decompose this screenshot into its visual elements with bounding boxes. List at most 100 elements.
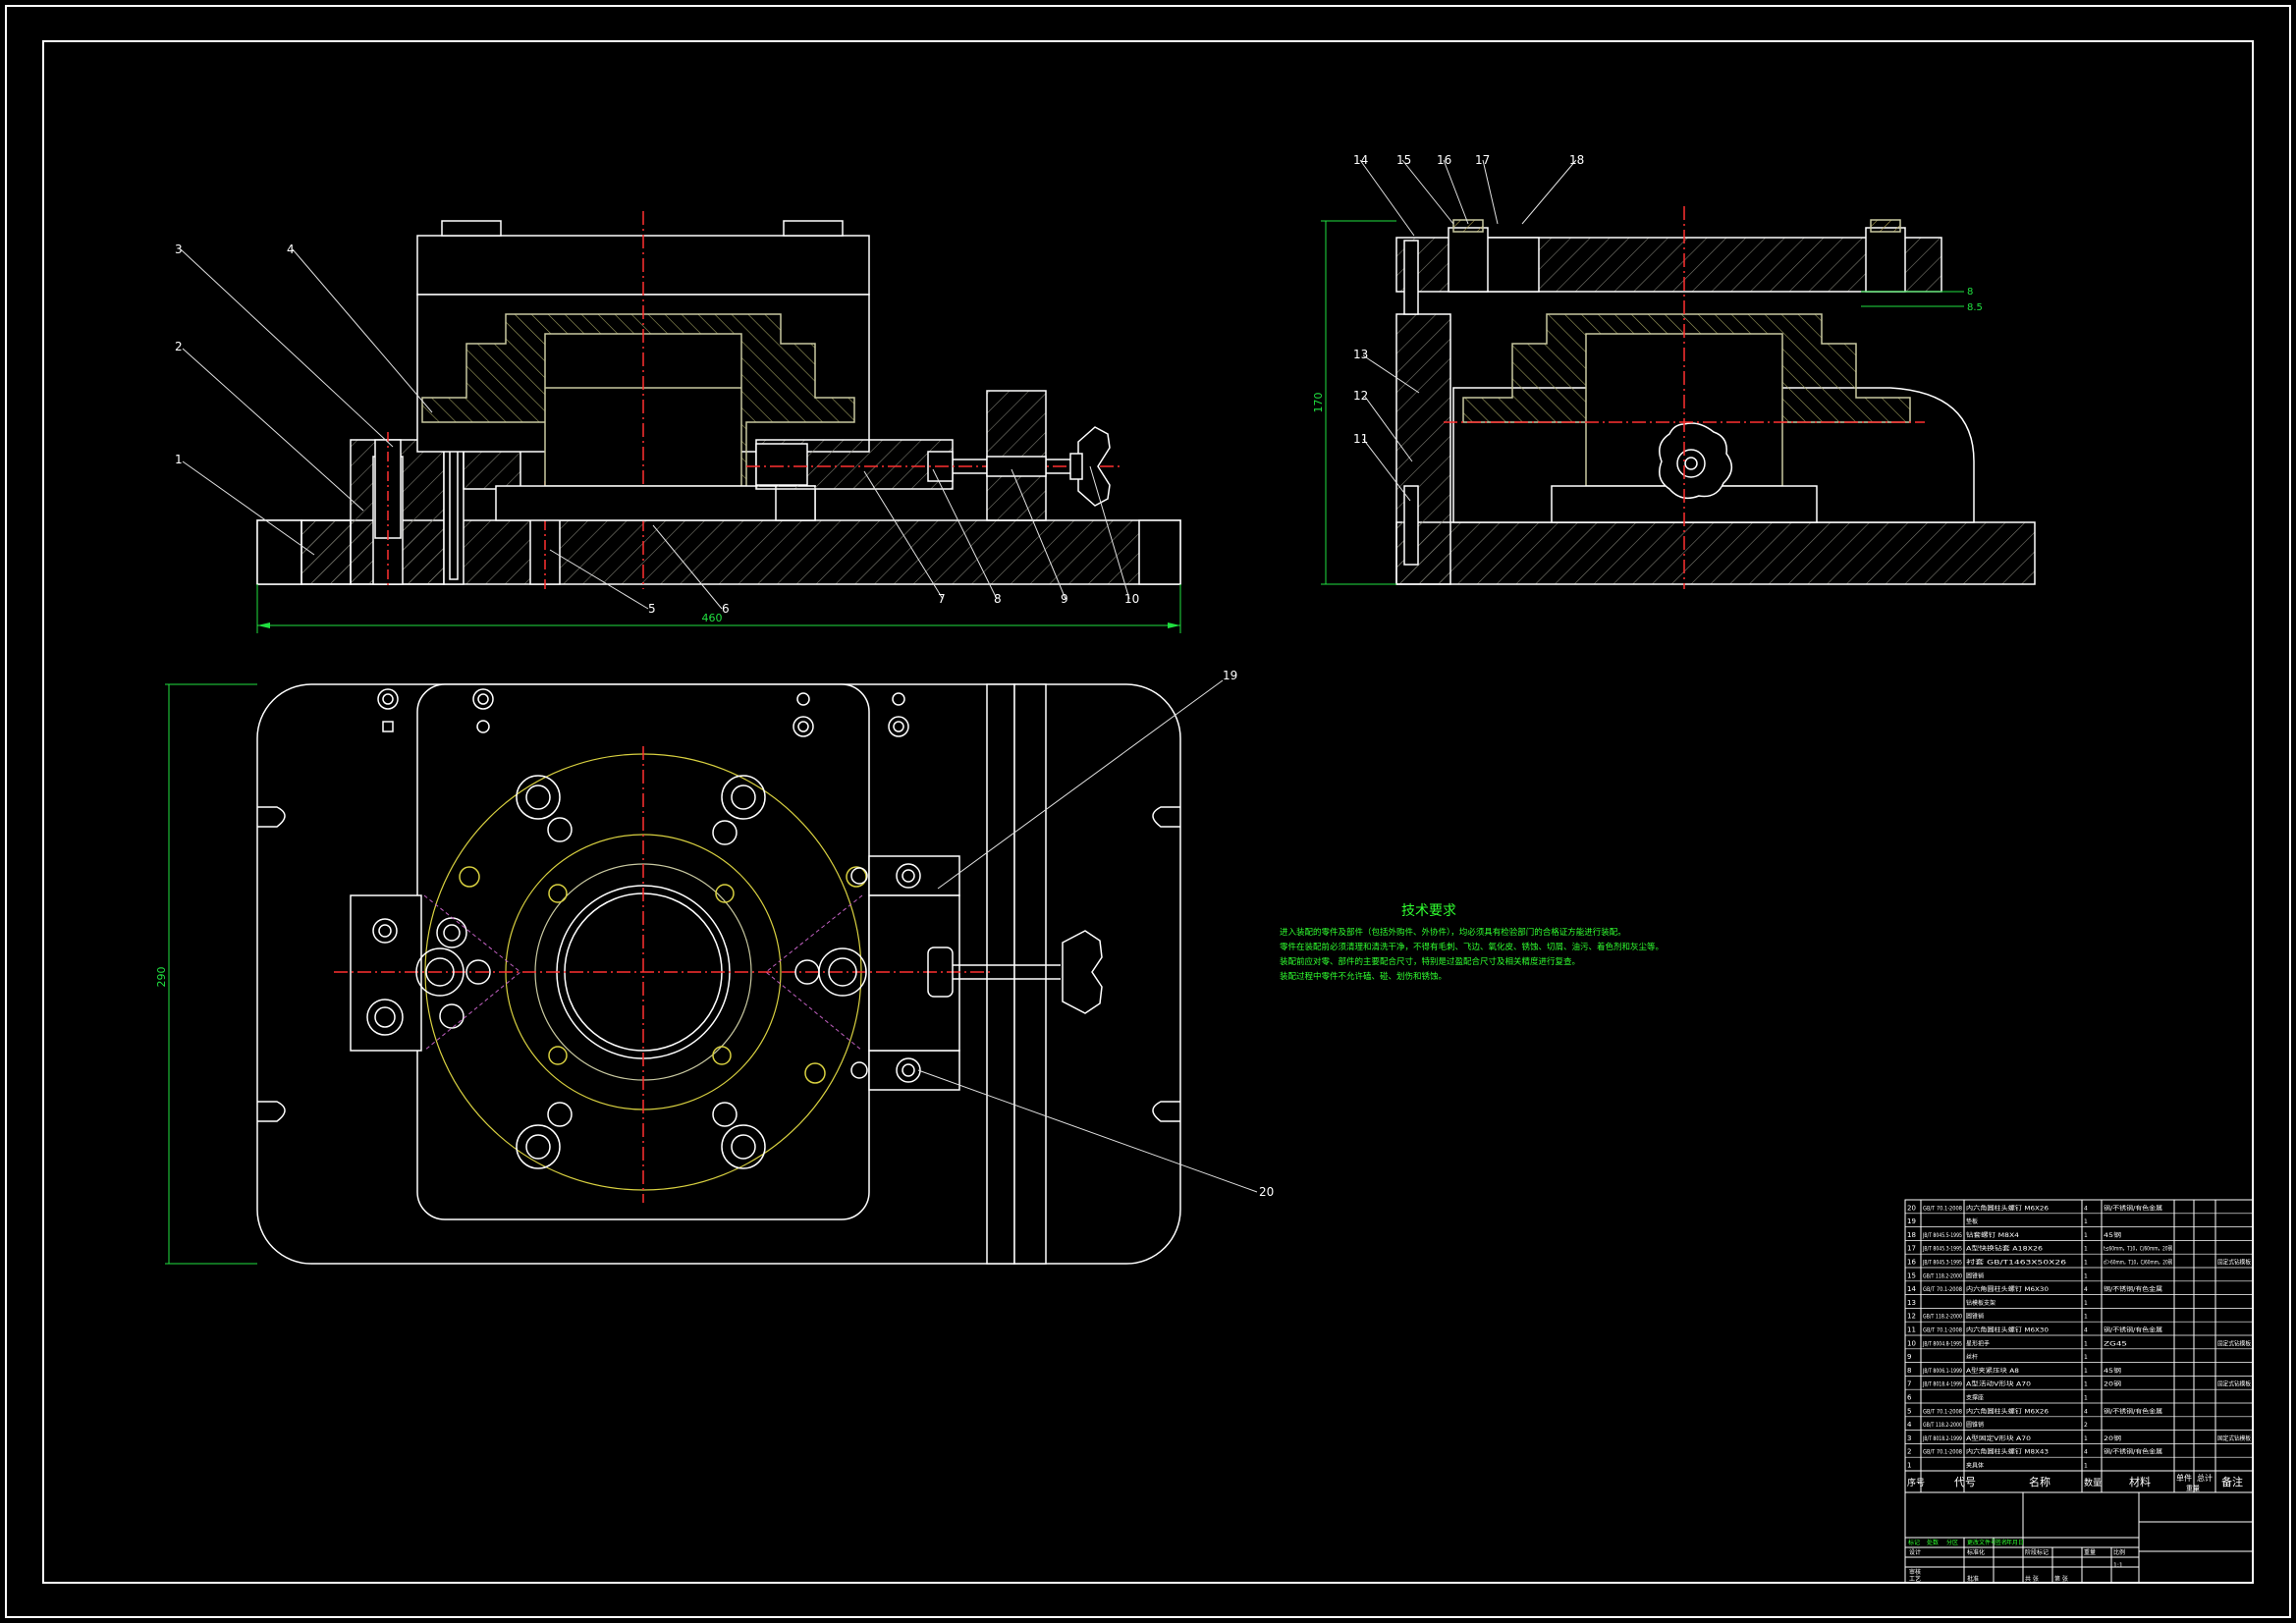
bolt-hole-ne — [721, 775, 766, 820]
balloon-4: 4 — [287, 243, 295, 256]
parts-cell-r16-c4: 4 — [2084, 1408, 2088, 1415]
parts-cell-r20-c1: 1 — [1907, 1462, 1911, 1470]
parts-cell-r12-c4: 1 — [2084, 1354, 2088, 1361]
parts-cell-r15-c1: 6 — [1907, 1394, 1912, 1402]
parts-cell-r10-c2: GB/T 70.1-2008 — [1923, 1327, 1962, 1334]
top-view[interactable] — [165, 683, 1181, 1265]
tb-zone: 分区 — [1946, 1539, 1958, 1546]
front-view[interactable] — [256, 211, 1181, 633]
parts-cell-r5-c3: 衬套 GB/T1463X50X26 — [1966, 1259, 2066, 1267]
clamp-stud-sw — [547, 1102, 573, 1127]
parts-cell-r5-c5: d＞60mm，T10，C/60mm，20钢 — [2104, 1259, 2172, 1267]
bolt-hole-se — [721, 1124, 766, 1169]
parts-cell-r17-c2: GB/T 118.2-2000 — [1923, 1422, 1962, 1429]
header-remarks: 备注 — [2221, 1475, 2243, 1488]
parts-cell-r16-c1: 5 — [1907, 1407, 1911, 1415]
parts-cell-r6-c1: 15 — [1907, 1271, 1916, 1279]
tb-total-sheets: 共 张 — [2025, 1575, 2039, 1583]
locator-pin-1 — [459, 866, 480, 888]
parts-cell-r15-c3: 支撑座 — [1966, 1394, 1984, 1402]
top-press-pad — [927, 947, 954, 998]
parts-cell-r2-c3: 垫板 — [1966, 1217, 1978, 1225]
parts-cell-r11-c5: ZG45 — [2104, 1340, 2127, 1347]
parts-cell-r7-c5: 钢/不锈钢/有色金属 — [2104, 1285, 2162, 1293]
vblock-left-bolt-top — [436, 917, 467, 948]
left-pin-inner — [449, 441, 459, 580]
balloon-16: 16 — [1437, 153, 1451, 167]
top-bolt-2 — [472, 688, 494, 710]
parts-cell-r3-c5: 45钢 — [2104, 1231, 2121, 1239]
parts-cell-r8-c4: 1 — [2084, 1300, 2088, 1307]
side-base — [1395, 521, 2036, 585]
parts-cell-r13-c5: 45钢 — [2104, 1367, 2121, 1375]
parts-cell-r6-c2: GB/T 118.2-2000 — [1923, 1272, 1962, 1279]
tb-standard: 标准化 — [1967, 1548, 1985, 1556]
parts-cell-r19-c2: GB/T 70.1-2008 — [1923, 1449, 1962, 1456]
parts-cell-r1-c1: 20 — [1907, 1204, 1916, 1212]
clamp-stud-se — [712, 1102, 738, 1127]
screw-bracket — [986, 390, 1047, 521]
slide-bolt-bottom — [896, 1057, 921, 1083]
tb-sign: 签名 — [1995, 1539, 2007, 1546]
clamp-stud-nw — [547, 817, 573, 842]
locator-pin-7 — [804, 1062, 826, 1084]
side-bushing — [1448, 227, 1489, 293]
side-small-dim-text-1: 8 — [1967, 287, 1973, 298]
base-left-foot — [256, 519, 302, 585]
parts-list[interactable] — [1904, 1199, 2254, 1584]
screw-bracket-bore — [986, 456, 1047, 477]
tech-requirement-line-1: 进入装配的零件及部件（包括外购件、外协件），均必须具有检验部门的合格证方能进行装… — [1280, 927, 1626, 938]
tb-date: 年月日 — [2006, 1539, 2024, 1546]
top-bolt-4 — [892, 692, 905, 706]
balloon-6: 6 — [722, 602, 730, 616]
parts-cell-r4-c3: A型快换钻套 A18X26 — [1966, 1245, 2043, 1253]
slide-bolt-top-2 — [850, 867, 868, 885]
parts-cell-r16-c3: 内六角圆柱头螺钉 M6X26 — [1966, 1407, 2049, 1415]
parts-list-header: 序号 代号 名称 数量 材料 单件 总计 重量 备注 — [1907, 1473, 2243, 1492]
balloon-18: 18 — [1569, 153, 1584, 167]
top-bolt-3b — [793, 716, 814, 737]
parts-cell-r14-c5: 20钢 — [2104, 1380, 2121, 1388]
parts-cell-r3-c3: 钻套螺钉 M8X4 — [1966, 1231, 2019, 1239]
slot-right-bottom — [1152, 1101, 1180, 1122]
parts-cell-r10-c1: 11 — [1907, 1326, 1916, 1334]
side-small-dim-text-2: 8.5 — [1967, 302, 1983, 313]
side-view[interactable] — [1321, 206, 2036, 589]
parts-cell-r18-c6: 固定式钻模板 — [2217, 1434, 2251, 1442]
side-height-dim-text: 170 — [1312, 393, 1325, 413]
parts-cell-r18-c4: 1 — [2084, 1435, 2088, 1442]
parts-cell-r3-c4: 1 — [2084, 1232, 2088, 1239]
top-bolt-4b — [888, 716, 909, 737]
front-view-leaders — [180, 248, 1130, 610]
tb-process: 工艺 — [1909, 1575, 1921, 1583]
tech-requirement-line-3: 装配前应对零、部件的主要配合尺寸，特别是过盈配合尺寸及相关精度进行复查。 — [1280, 956, 1580, 967]
tech-requirement-line-2: 零件在装配前必须清理和清洗干净，不得有毛刺、飞边、氧化皮、锈蚀、切屑、油污、着色… — [1280, 942, 1664, 952]
parts-cell-r20-c4: 1 — [2084, 1463, 2088, 1470]
tb-review: 审核 — [1909, 1568, 1921, 1576]
front-dim-text: 460 — [702, 612, 723, 624]
support-seat — [495, 485, 816, 521]
side-bolt-top — [1403, 240, 1419, 315]
clamp-stud-ne — [712, 820, 738, 845]
base-right-foot — [1138, 519, 1181, 585]
star-knob — [1077, 426, 1111, 507]
parts-cell-r18-c5: 20钢 — [2104, 1434, 2121, 1442]
balloon-5: 5 — [648, 602, 656, 616]
parts-cell-r1-c5: 钢/不锈钢/有色金属 — [2104, 1204, 2162, 1212]
parts-cell-r6-c4: 1 — [2084, 1272, 2088, 1279]
parts-cell-r19-c4: 4 — [2084, 1449, 2088, 1456]
slot-right-top — [1152, 806, 1180, 828]
balloon-17: 17 — [1475, 153, 1490, 167]
top-bolt-1 — [377, 688, 399, 710]
parts-cell-r4-c2: JB/T 8045.3-1995 — [1922, 1246, 1962, 1253]
parts-cell-r13-c4: 1 — [2084, 1368, 2088, 1375]
parts-cell-r17-c3: 圆锥销 — [1966, 1421, 1984, 1429]
left-plate-pin — [439, 1003, 465, 1029]
parts-cell-r16-c5: 钢/不锈钢/有色金属 — [2104, 1407, 2162, 1415]
top-bolt-3 — [796, 692, 810, 706]
parts-cell-r8-c3: 钻模板支架 — [1966, 1299, 1995, 1307]
top-slide-guide — [868, 894, 960, 1052]
parts-cell-r7-c2: GB/T 70.1-2008 — [1923, 1286, 1962, 1293]
tb-mark: 标记 — [1908, 1539, 1920, 1546]
